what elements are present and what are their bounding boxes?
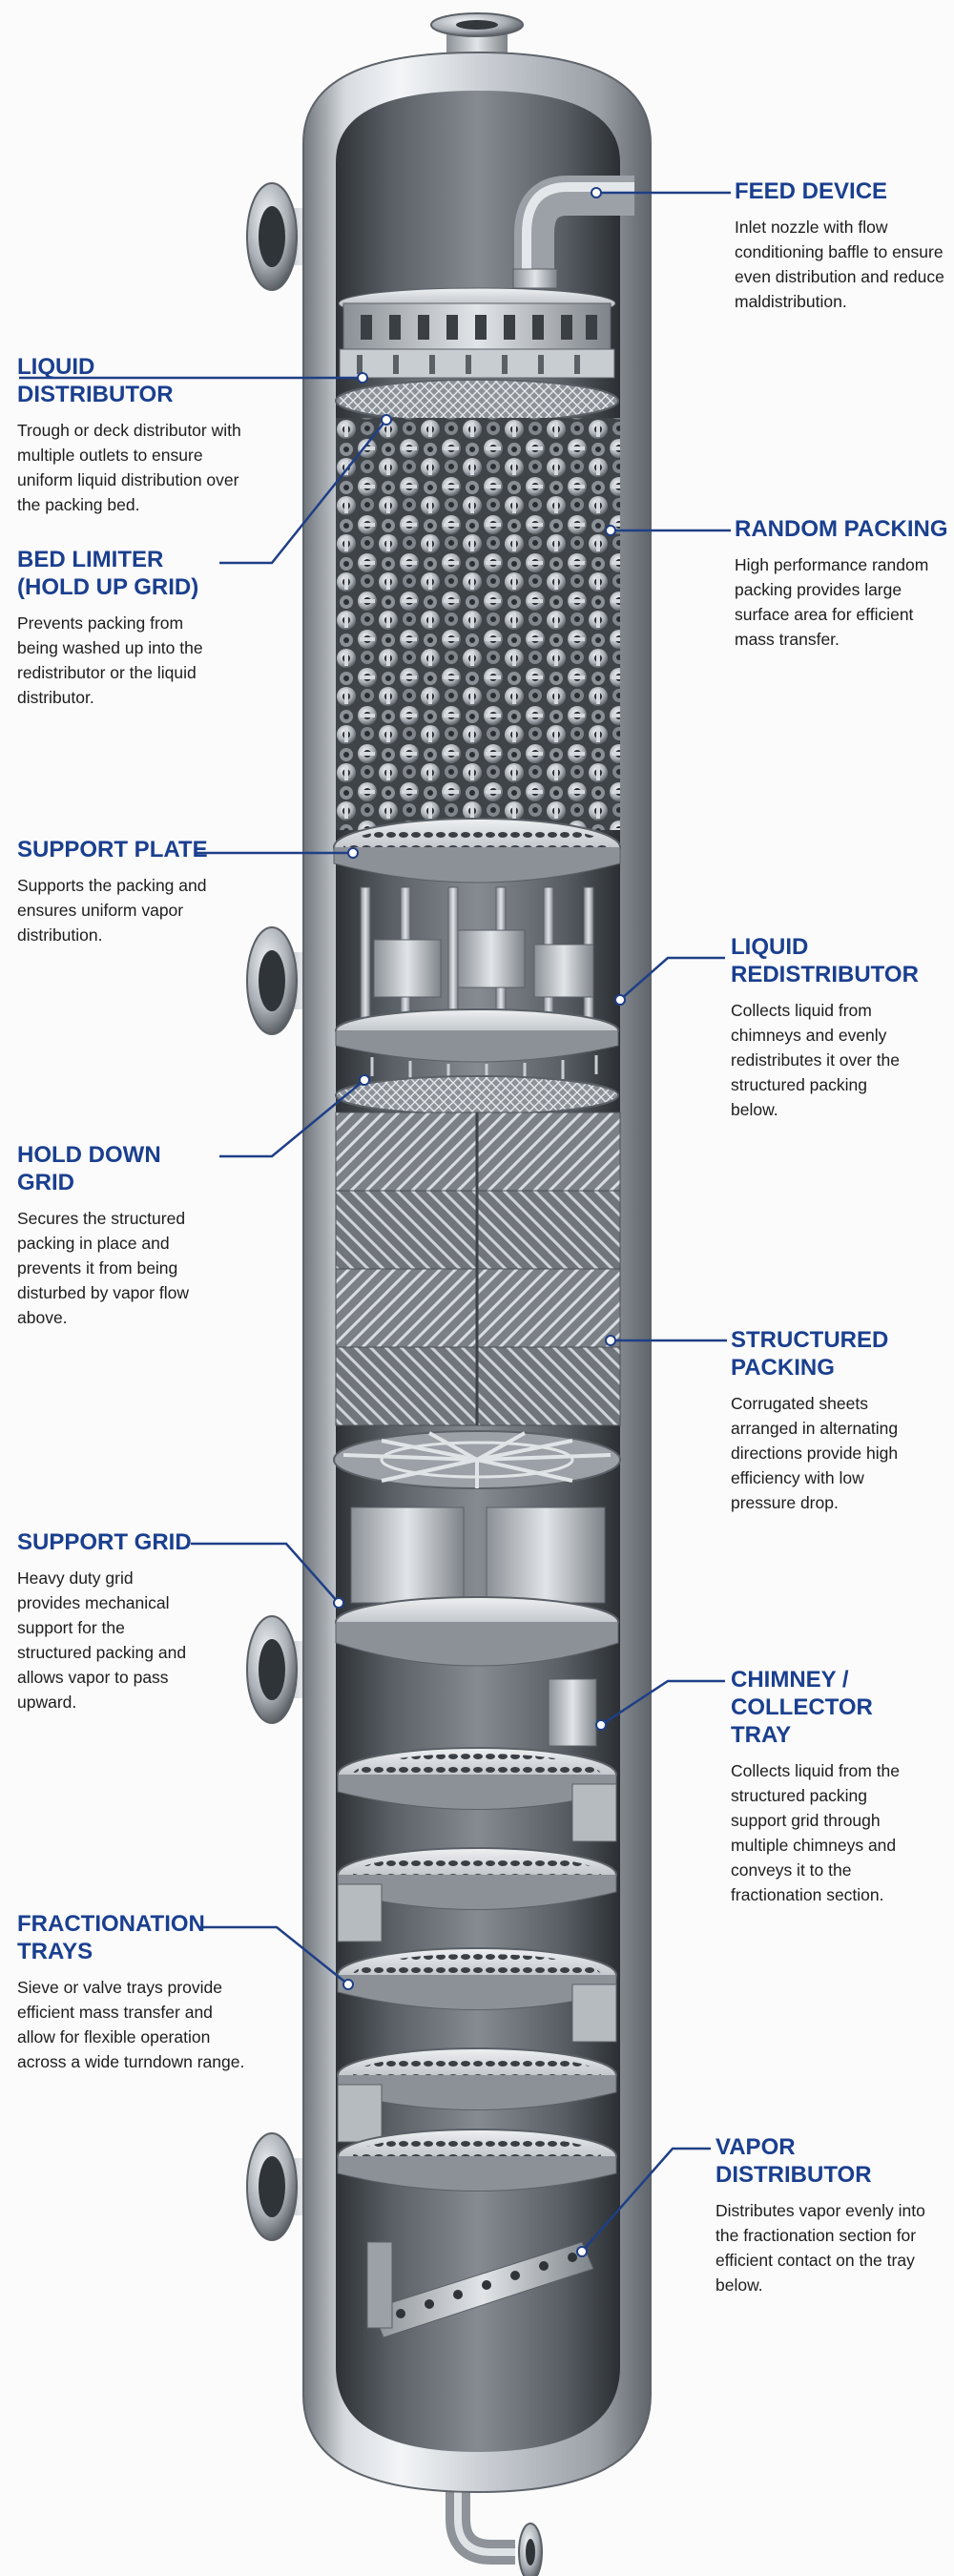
bed-limiter-description: Prevents packing from being washed up in… (17, 613, 203, 707)
chimney-collector-tray-description: Collects liquid from the structured pack… (731, 1761, 901, 1904)
support-plate-description: Supports the packing and ensures uniform… (17, 876, 207, 945)
support-grid-title: SUPPORT GRID (17, 1529, 192, 1555)
liquid-distributor-description: Trough or deck distributor with multiple… (17, 421, 241, 514)
feed-device-title: FEED DEVICE (735, 178, 888, 204)
liquid-redistributor-title: LIQUID REDISTRIBUTOR (731, 934, 919, 987)
random-packing-bed-drawing (336, 418, 620, 830)
hold-down-grid-drawing (335, 1075, 619, 1115)
bottom-outlet-pipe (446, 2481, 543, 2576)
label-bed-limiter: BED LIMITER (HOLD UP GRID) Prevents pack… (17, 546, 208, 710)
label-support-plate: SUPPORT PLATE Supports the packing and e… (17, 836, 227, 947)
liquid-distributor-drawing (338, 287, 616, 379)
bed-limiter-title: BED LIMITER (HOLD UP GRID) (17, 547, 199, 600)
label-feed-device: FEED DEVICE Inlet nozzle with flow condi… (735, 177, 949, 314)
label-chimney-collector-tray: CHIMNEY / COLLECTOR TRAY Collects liquid… (731, 1666, 922, 1907)
feed-device-pipe (512, 176, 634, 289)
fractionation-trays-title: FRACTIONATION TRAYS (17, 1911, 205, 1964)
support-plate-drawing (333, 818, 621, 883)
structured-packing-drawing (335, 1111, 621, 1426)
label-liquid-redistributor: LIQUID REDISTRIBUTOR Collects liquid fro… (731, 933, 919, 1122)
support-grid-description: Heavy duty grid provides mechanical supp… (17, 1568, 187, 1712)
liquid-redistributor-drawing (335, 886, 619, 1083)
liquid-distributor-title: LIQUID DISTRIBUTOR (17, 354, 174, 407)
structured-packing-description: Corrugated sheets arranged in alternatin… (731, 1394, 899, 1512)
random-packing-title: RANDOM PACKING (735, 516, 948, 542)
structured-packing-title: STRUCTURED PACKING (731, 1327, 889, 1381)
feed-device-description: Inlet nozzle with flow conditioning baff… (735, 218, 944, 311)
label-vapor-distributor: VAPOR DISTRIBUTOR Distributes vapor even… (716, 2133, 944, 2297)
label-fractionation-trays: FRACTIONATION TRAYS Sieve or valve trays… (17, 1910, 246, 2074)
support-grid-drawing (333, 1430, 621, 1489)
vapor-distributor-description: Distributes vapor evenly into the fracti… (716, 2201, 925, 2295)
fractionation-trays-drawing (337, 1747, 617, 2192)
fractionation-trays-description: Sieve or valve trays provide efficient m… (17, 1978, 245, 2071)
bed-limiter-grid-drawing (335, 379, 619, 423)
vapor-distributor-drawing (366, 2241, 594, 2338)
leader-dots (333, 187, 626, 2257)
hold-down-grid-description: Secures the structured packing in place … (17, 1209, 189, 1327)
label-liquid-distributor: LIQUID DISTRIBUTOR Trough or deck distri… (17, 353, 256, 517)
label-support-grid: SUPPORT GRID Heavy duty grid provides me… (17, 1528, 198, 1714)
label-hold-down-grid: HOLD DOWN GRID Secures the structured pa… (17, 1141, 213, 1330)
label-structured-packing: STRUCTURED PACKING Corrugated sheets arr… (731, 1326, 922, 1515)
chimney-collector-tray-title: CHIMNEY / COLLECTOR TRAY (731, 1667, 873, 1748)
liquid-redistributor-description: Collects liquid from chimneys and evenly… (731, 1001, 901, 1119)
support-plate-title: SUPPORT PLATE (17, 837, 208, 862)
random-packing-description: High performance random packing provides… (735, 555, 929, 649)
hold-down-grid-title: HOLD DOWN GRID (17, 1142, 161, 1195)
label-random-packing: RANDOM PACKING High performance random p… (735, 515, 949, 652)
vapor-distributor-title: VAPOR DISTRIBUTOR (716, 2134, 872, 2188)
leader-lines (19, 191, 731, 2253)
chimney-collector-tray-drawing (335, 1506, 619, 1747)
